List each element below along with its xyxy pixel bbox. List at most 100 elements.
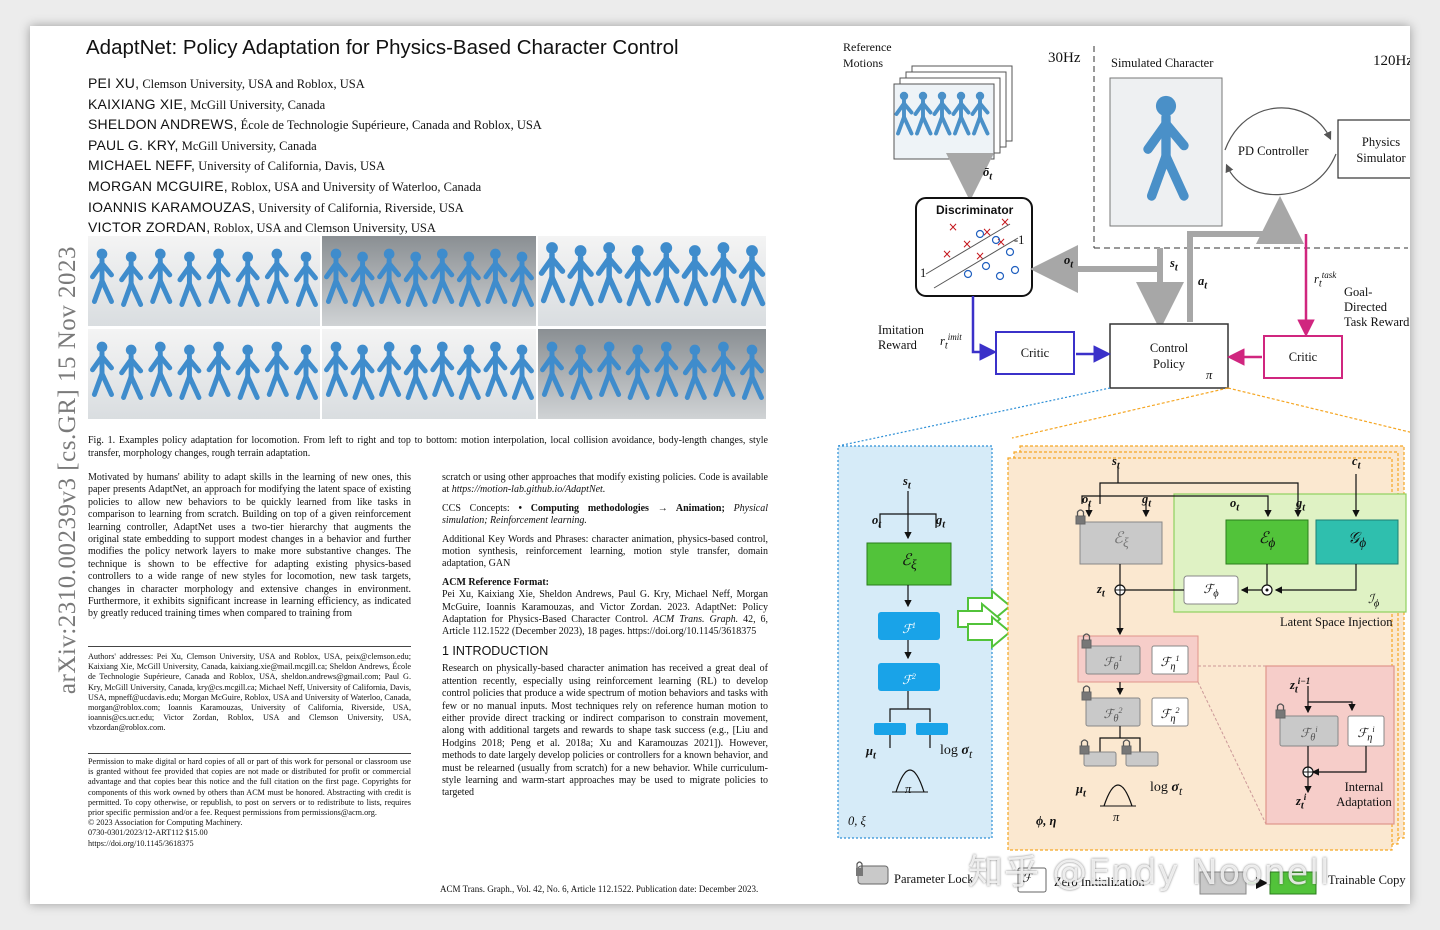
legend-parameter-lock-icon	[856, 861, 889, 885]
obs-label: ot	[1064, 253, 1074, 271]
legend-trainable-copy-icon	[1269, 871, 1317, 895]
injection-layer: ℱϕ	[1203, 582, 1219, 600]
rate-30hz: 30Hz	[1048, 50, 1081, 66]
adapt-layer-2: ℱη2	[1160, 706, 1180, 725]
source-policy-panel	[837, 445, 993, 839]
author-line: KAIXIANG XIE, McGill University, Canada	[88, 95, 542, 116]
teaser-collision-avoidance	[322, 236, 536, 326]
frozen-layer-i: ℱθi	[1300, 725, 1318, 744]
action-label: at	[1198, 274, 1208, 292]
frozen-encoder-xi: ℰξ	[1113, 530, 1129, 551]
issn: 0730-0301/2023/12-ART112 $15.00	[88, 828, 208, 838]
code-url[interactable]: https://motion-lab.github.io/AdaptNet.	[451, 484, 606, 496]
ref-format-journal: ACM Trans. Graph.	[653, 614, 739, 626]
legend-zero-init-icon	[1017, 867, 1047, 893]
abstract-column: Motivated by humans' ability to adapt sk…	[88, 472, 411, 627]
doi-link[interactable]: https://doi.org/10.1145/3618375	[88, 838, 194, 848]
reference-motion-stack	[893, 65, 1013, 160]
injection-module-symbol: ℐϕ	[1368, 592, 1380, 610]
svg-text:×: ×	[975, 249, 985, 263]
svg-text:×: ×	[1000, 215, 1010, 229]
left-state-label: st	[903, 474, 911, 492]
adapt-layer-i: ℱηi	[1357, 725, 1375, 744]
author-affiliation: University of California, Davis, USA	[195, 159, 386, 174]
physics-simulator-label: Physics Simulator	[1356, 135, 1406, 165]
permission-block: Permission to make digital or hard copie…	[88, 757, 411, 849]
legend-parameter-lock: Parameter Lock	[894, 872, 974, 886]
author-affiliation: University of California, Riverside, USA	[255, 200, 464, 215]
abstract: Motivated by humans' ability to adapt sk…	[88, 472, 411, 620]
left-obs-label: ot	[872, 513, 882, 531]
author-affiliation: École de Technologie Supérieure, Canada …	[237, 118, 542, 133]
author-line: PAUL G. KRY, McGill University, Canada	[88, 136, 542, 157]
figure-caption: Fig. 1. Examples policy adaptation for l…	[88, 435, 768, 459]
permission-text: Permission to make digital or hard copie…	[88, 757, 411, 818]
task-reward-symbol: rttask	[1314, 270, 1337, 290]
author-affiliation: Roblox, USA and University of Waterloo, …	[227, 179, 482, 194]
teaser-morphology	[322, 329, 536, 419]
right-mu-label: μt	[1076, 782, 1086, 800]
teaser-body-length	[538, 236, 766, 326]
encoder-xi: ℰξ	[901, 552, 917, 573]
svg-text:×: ×	[948, 220, 958, 234]
keywords: Additional Key Words and Phrases: charac…	[442, 533, 768, 570]
right-state-label: st	[1112, 454, 1120, 472]
inj-obs-label: ot	[1230, 496, 1240, 514]
context-encoder-phi: 𝒢ϕ	[1347, 530, 1367, 551]
author-name: MICHAEL NEFF,	[88, 157, 196, 174]
author-addresses: Authors' addresses: Pei Xu, Clemson Univ…	[88, 652, 411, 733]
obs-bar-label: ōt	[983, 165, 993, 183]
latent-injection-label: Latent Space Injection	[1280, 615, 1393, 629]
critic-imitation-label: Critic	[1020, 346, 1050, 360]
architecture-figure: ×××××××	[800, 26, 1410, 904]
imitation-reward-label: Imitation Reward	[878, 323, 924, 352]
ccs-rest: Physical simulation; Reinforcement learn…	[442, 502, 768, 527]
author-name: KAIXIANG XIE,	[88, 95, 188, 112]
control-policy-label: Control Policy	[1149, 341, 1189, 371]
author-name: VICTOR ZORDAN,	[88, 219, 211, 236]
copyright: © 2023 Association for Computing Machine…	[88, 818, 243, 828]
author-line: VICTOR ZORDAN, Roblox, USA and Clemson U…	[88, 218, 542, 239]
right-logsigma-label: log σt	[1150, 780, 1183, 798]
page-footer: ACM Trans. Graph., Vol. 42, No. 6, Artic…	[440, 884, 759, 894]
ref-format-title: ACM Reference Format:	[442, 576, 549, 588]
watermark: 知乎 @Endy Noonell	[968, 853, 1331, 893]
author-name: IOANNIS KARAMOUZAS,	[88, 198, 256, 215]
divider	[88, 646, 411, 647]
author-name: MORGAN MCGUIRE,	[88, 177, 228, 194]
reference-motions-label: Reference Motions	[843, 40, 892, 70]
disc-label-neg-one: -1	[1014, 233, 1025, 247]
legend-zero-init: Zero Initialization	[1054, 875, 1145, 889]
frozen-layer-2: ℱθ2	[1103, 706, 1123, 725]
encoder-phi: ℰϕ	[1258, 530, 1276, 551]
left-pi-label: π	[905, 782, 912, 796]
arxiv-stamp: arXiv:2310.00239v3 [cs.GR] 15 Nov 2023	[54, 245, 81, 695]
svg-text:×: ×	[996, 235, 1006, 249]
inj-goal-label: gt	[1296, 496, 1306, 514]
architecture-diagram: ×××××××	[837, 46, 1410, 895]
layer-2: ℱ2	[902, 672, 916, 688]
goal-reward-label: Goal-Directed Task Reward	[1344, 285, 1410, 329]
author-list: PEI XU, Clemson University, USA and Robl…	[88, 74, 542, 239]
author-affiliation: McGill University, Canada	[187, 97, 326, 112]
right-obs-label: ot	[1082, 492, 1092, 510]
author-line: MICHAEL NEFF, University of California, …	[88, 156, 542, 177]
left-mu-label: μt	[866, 744, 876, 762]
author-line: SHELDON ANDREWS, École de Technologie Su…	[88, 115, 542, 136]
prev-latent-label: zti−1	[1290, 676, 1311, 696]
rate-120hz: 120Hz	[1373, 53, 1410, 69]
right-pi-label: π	[1113, 810, 1120, 824]
next-latent-label: zti	[1296, 792, 1307, 812]
svg-text:×: ×	[942, 247, 952, 261]
pd-controller-label: PD Controller	[1238, 144, 1309, 158]
latent-label: zt	[1097, 582, 1105, 600]
author-affiliation: McGill University, Canada	[178, 138, 317, 153]
left-logsigma-label: log σt	[940, 743, 973, 761]
ccs-bold: • Computing methodologies → Animation;	[518, 502, 725, 514]
frozen-layer-1: ℱθ1	[1103, 654, 1123, 673]
svg-text:×: ×	[982, 225, 992, 239]
context-label: ct	[1352, 454, 1361, 472]
author-name: PAUL G. KRY,	[88, 136, 179, 153]
teaser-style-transfer	[88, 329, 320, 419]
author-affiliation: Clemson University, USA and Roblox, USA	[139, 77, 365, 91]
